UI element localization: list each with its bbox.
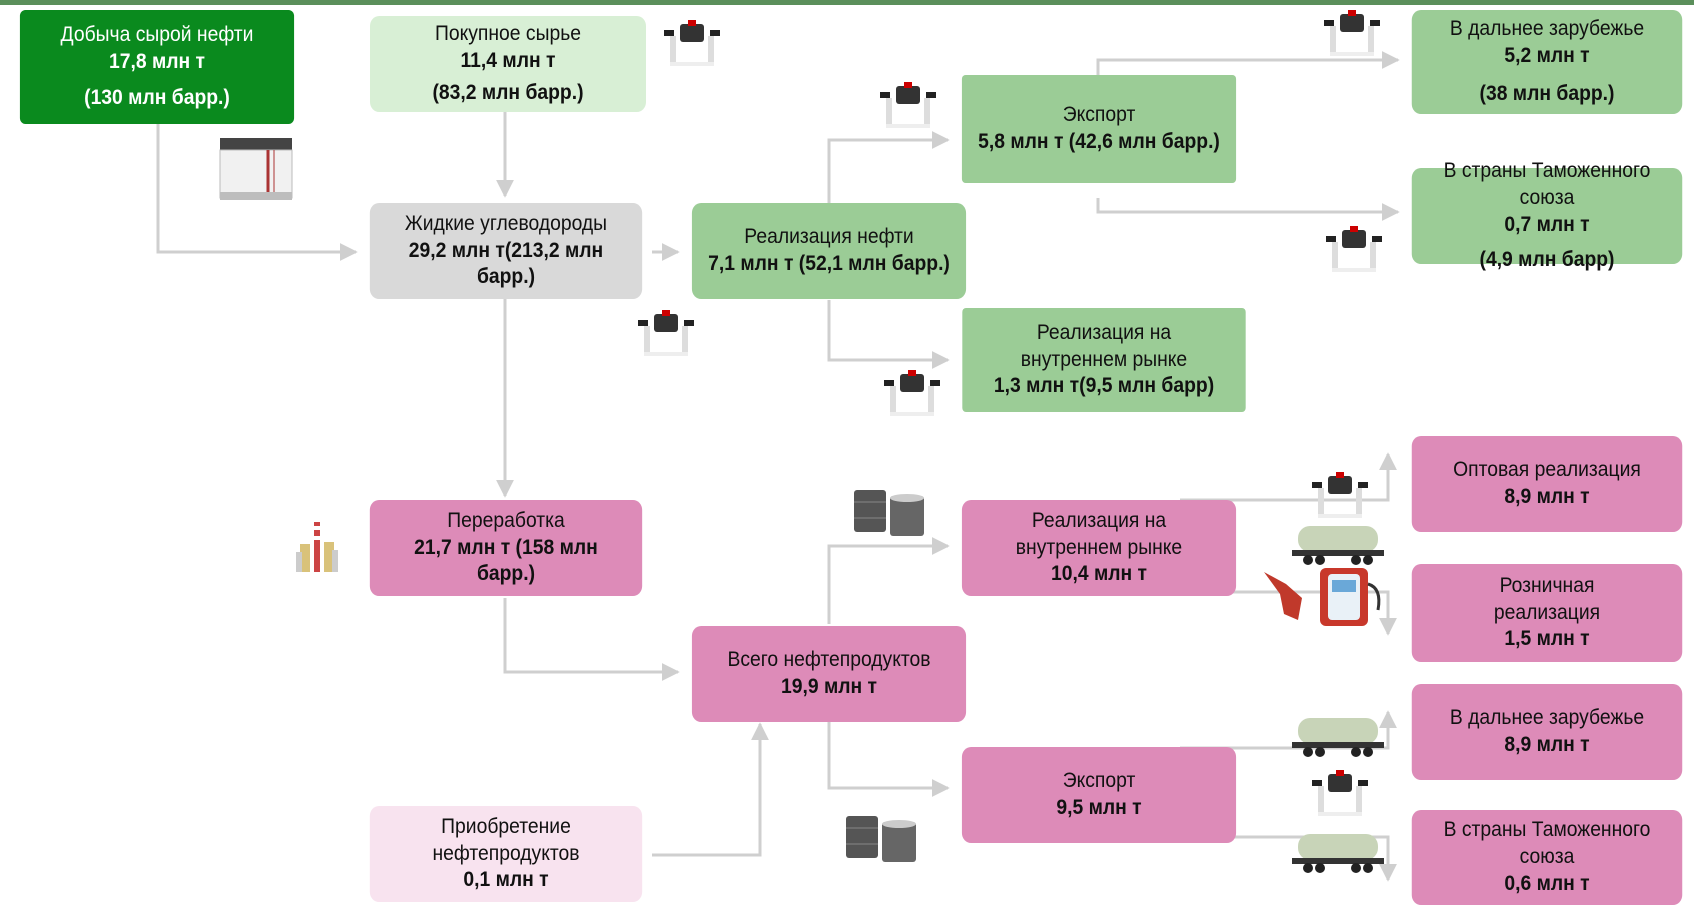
retail-value: 1,5 млн т <box>1504 627 1590 651</box>
connector-refining-to-total <box>503 598 680 681</box>
oil-far-abroad-barrels: (38 млн барр.) <box>1479 82 1615 106</box>
oil-customs-union-barrels: (4,9 млн барр) <box>1479 247 1615 271</box>
liquid-hydrocarbons-box: Жидкие углеводороды 29,2 млн т(213,2 млн… <box>369 203 643 299</box>
oil-export-label: Экспорт <box>1062 103 1136 127</box>
oil-far-abroad-box: В дальнее зарубежье 5,2 млн т (38 млн ба… <box>1411 10 1683 114</box>
wholesale-label: Оптовая реализация <box>1453 458 1641 482</box>
retail-label: Розничная реализация <box>1493 573 1601 624</box>
oil-domestic-label: Реализация на внутреннем рынке <box>1020 320 1188 371</box>
pipeline-valve-icon <box>664 20 720 66</box>
wholesale-box: Оптовая реализация 8,9 млн т <box>1411 436 1683 532</box>
storage-tank-icon <box>219 138 293 200</box>
refining-value: 21,7 млн т (158 млн барр.) <box>414 535 598 586</box>
connector-oilsales-to-domestic <box>827 300 950 369</box>
products-domestic-label: Реализация на внутреннем рынке <box>1015 508 1183 559</box>
pipeline-valve-icon <box>1312 472 1368 518</box>
products-export-value: 9,5 млн т <box>1056 796 1142 819</box>
purchased-raw-label: Покупное сырье <box>434 21 582 45</box>
oil-far-abroad-value: 5,2 млн т <box>1504 43 1590 67</box>
oil-barrels-icon <box>854 490 924 536</box>
connector-purchase-to-total <box>652 722 769 857</box>
oil-domestic-value: 1,3 млн т(9,5 млн барр) <box>993 374 1215 398</box>
fuel-pump-icon <box>1264 568 1381 626</box>
pipeline-valve-icon <box>1312 770 1368 816</box>
purchased-raw-value: 11,4 млн т <box>460 48 556 72</box>
connector-total-to-export <box>827 718 950 797</box>
oil-export-value: 5,8 млн т (42,6 млн барр.) <box>978 130 1220 153</box>
refinery-icon <box>296 522 338 572</box>
total-products-box: Всего нефтепродуктов 19,9 млн т <box>691 626 967 722</box>
prod-far-abroad-label: В дальнее зарубежье <box>1449 706 1645 730</box>
liquid-hydrocarbons-label: Жидкие углеводороды <box>404 211 608 235</box>
connector-oilsales-to-export <box>827 131 950 205</box>
oil-sales-value: 7,1 млн т (52,1 млн барр.) <box>708 252 950 275</box>
connector-total-to-domestic <box>827 537 950 624</box>
connector-export-to-prodcu <box>1180 835 1397 882</box>
oil-domestic-box: Реализация на внутреннем рынке 1,3 млн т… <box>962 308 1246 412</box>
prod-far-abroad-value: 8,9 млн т <box>1504 733 1590 756</box>
oil-export-box: Экспорт 5,8 млн т (42,6 млн барр.) <box>961 75 1237 183</box>
rail-tank-car-icon <box>1292 526 1384 565</box>
oil-customs-union-value: 0,7 млн т <box>1504 213 1590 236</box>
purchased-raw-barrels: (83,2 млн барр.) <box>432 81 584 105</box>
products-export-label: Экспорт <box>1062 769 1136 793</box>
prod-customs-union-value: 0,6 млн т <box>1504 871 1590 895</box>
crude-production-value: 17,8 млн т <box>108 49 206 73</box>
refining-label: Переработка <box>447 508 565 532</box>
retail-box: Розничная реализация 1,5 млн т <box>1411 564 1683 662</box>
oil-far-abroad-label: В дальнее зарубежье <box>1449 16 1645 40</box>
connector-export-to-customs <box>1096 198 1400 221</box>
rail-tank-car-icon <box>1292 718 1384 757</box>
top-accent-bar <box>0 0 1694 5</box>
oil-sales-label: Реализация нефти <box>744 225 914 249</box>
crude-production-box: Добыча сырой нефти 17,8 млн т (130 млн б… <box>19 10 295 124</box>
pipeline-valve-icon <box>1326 226 1382 272</box>
connector-domestic-to-retail <box>1180 590 1397 636</box>
oil-customs-union-box: В страны Таможенного союза 0,7 млн т (4,… <box>1411 159 1683 271</box>
purchase-products-label: Приобретение нефтепродуктов <box>432 814 580 865</box>
prod-customs-union-box: В страны Таможенного союза 0,6 млн т <box>1411 810 1683 905</box>
products-export-box: Экспорт 9,5 млн т <box>961 747 1237 843</box>
crude-production-barrels: (130 млн барр.) <box>84 86 230 110</box>
pipeline-valve-icon <box>1324 10 1380 56</box>
purchased-raw-box: Покупное сырье 11,4 млн т (83,2 млн барр… <box>370 16 646 112</box>
pipeline-valve-icon <box>638 310 694 356</box>
liquid-hydrocarbons-value: 29,2 млн т(213,2 млн барр.) <box>408 238 604 289</box>
wholesale-value: 8,9 млн т <box>1504 485 1590 508</box>
oil-barrels-icon <box>846 816 916 862</box>
connector-domestic-to-wholesale <box>1180 452 1397 502</box>
products-domestic-box: Реализация на внутреннем рынке 10,4 млн … <box>961 500 1237 596</box>
total-products-label: Всего нефтепродуктов <box>727 648 931 672</box>
total-products-value: 19,9 млн т <box>780 675 878 698</box>
pipeline-valve-icon <box>880 82 936 128</box>
oil-sales-box: Реализация нефти 7,1 млн т (52,1 млн бар… <box>691 203 967 299</box>
purchase-products-box: Приобретение нефтепродуктов 0,1 млн т <box>369 806 643 902</box>
products-domestic-value: 10,4 млн т <box>1050 562 1148 586</box>
refining-box: Переработка 21,7 млн т (158 млн барр.) <box>369 500 643 596</box>
crude-production-label: Добыча сырой нефти <box>60 22 254 46</box>
prod-far-abroad-box: В дальнее зарубежье 8,9 млн т <box>1411 684 1683 780</box>
rail-tank-car-icon <box>1292 834 1384 873</box>
pipeline-valve-icon <box>884 370 940 416</box>
oil-customs-union-label: В страны Таможенного союза <box>1443 159 1651 210</box>
purchase-products-value: 0,1 млн т <box>463 868 549 892</box>
connector-export-to-prodfar <box>1180 710 1397 750</box>
prod-customs-union-label: В страны Таможенного союза <box>1443 818 1651 869</box>
connector-production-to-liquid <box>156 110 358 261</box>
